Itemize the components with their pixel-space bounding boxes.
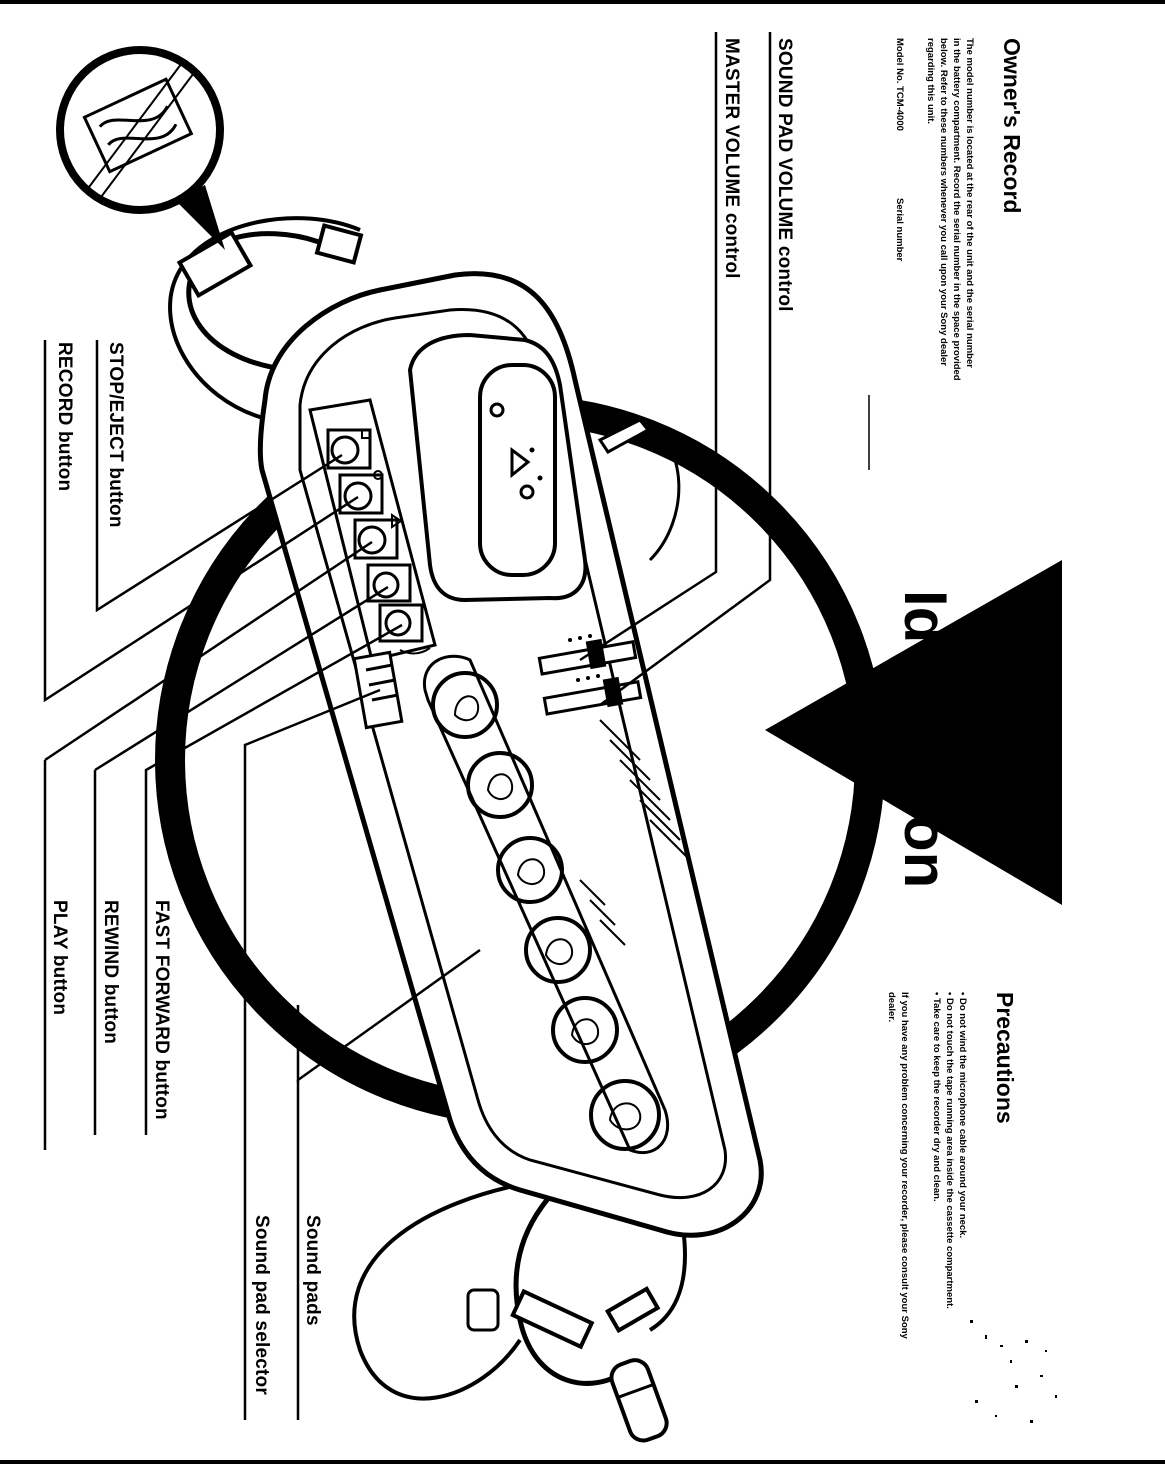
leader-lines	[43, 32, 772, 1420]
sound-pad-volume-label: SOUND PAD VOLUME control	[774, 38, 795, 312]
owners-record-line-3: below. Refer to these numbers whenever y…	[938, 38, 949, 367]
precaution-note-line-2: dealer.	[886, 992, 897, 1023]
master-volume-label: MASTER VOLUME control	[721, 38, 742, 279]
bird-pad-icon	[431, 671, 499, 739]
speaker-grille	[579, 719, 691, 946]
title-fragment-left: Id	[892, 590, 959, 644]
record-label: RECORD button	[54, 342, 75, 492]
owners-record-line-2: in the battery compartment. Record the s…	[951, 38, 962, 381]
rewind-label: REWIND button	[100, 900, 121, 1045]
microphone-icon	[609, 1358, 669, 1443]
fast-forward-label: FAST FORWARD button	[151, 900, 172, 1120]
play-label: PLAY button	[49, 900, 70, 1016]
title-fragment-right: on	[892, 815, 959, 889]
owners-record-heading: Owner's Record	[999, 38, 1025, 214]
precaution-note-line-1: If you have any problem concerning your …	[899, 992, 910, 1339]
sound-pad-selector-label: Sound pad selector	[251, 1215, 272, 1395]
mic-cable	[352, 1178, 546, 1401]
strap-buckle-lower	[510, 1288, 595, 1350]
fast-forward-key-icon	[378, 603, 424, 643]
owners-record-line-4: regarding this unit.	[925, 38, 936, 125]
model-number: Model No. TCM-4000	[894, 38, 905, 131]
pig-pad-icon	[524, 916, 592, 984]
precaution-item-2: • Do not touch the tape running area ins…	[944, 992, 955, 1309]
stop-eject-key-icon	[326, 428, 372, 470]
record-key-icon	[338, 470, 384, 515]
precaution-item-3: • Take care to keep the recorder dry and…	[931, 992, 942, 1202]
serial-number-label: Serial number	[894, 198, 905, 262]
sound-pads	[431, 671, 661, 1151]
clip-detail-icon	[82, 59, 197, 199]
precaution-item-1: • Do not wind the microphone cable aroun…	[957, 992, 968, 1239]
transport-buttons	[308, 398, 437, 662]
strap-buckle-upper	[176, 229, 254, 299]
stop-eject-label: STOP/EJECT button	[105, 342, 126, 528]
print-speckle	[970, 1320, 1057, 1423]
black-triangle	[765, 560, 1062, 905]
precautions-heading: Precautions	[992, 992, 1018, 1124]
owners-record-line-1: The model number is located at the rear …	[964, 38, 975, 368]
bottom-border	[0, 1460, 1165, 1464]
play-key-icon	[353, 513, 403, 560]
top-border	[0, 0, 1165, 4]
sound-pads-label: Sound pads	[302, 1215, 323, 1326]
cable-plug-icon	[466, 1288, 500, 1332]
